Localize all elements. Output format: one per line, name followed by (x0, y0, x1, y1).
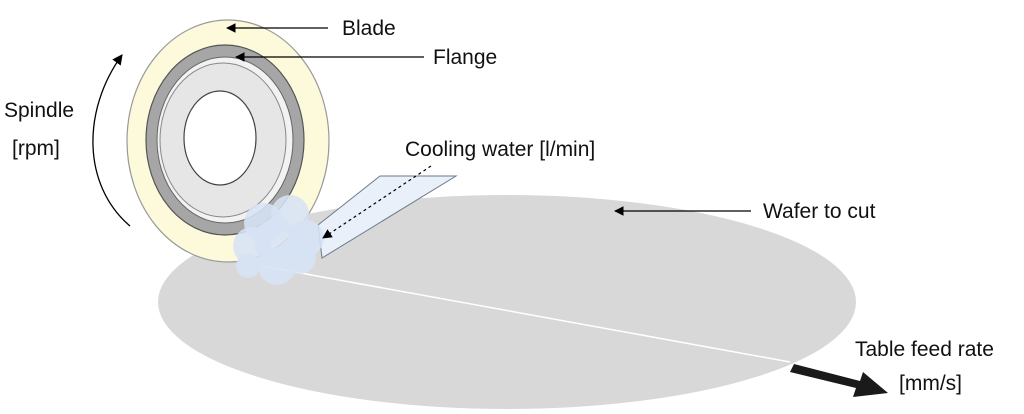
spindle-label: Spindle (4, 99, 74, 122)
table-feed-arrow (790, 364, 888, 397)
cut-line (261, 265, 791, 363)
water-splash (233, 195, 324, 285)
blade-label: Blade (342, 17, 396, 40)
spindle-rotation-arrow (92, 54, 131, 227)
wafer-label: Wafer to cut (763, 200, 876, 223)
table-feed-unit-label: [mm/s] (899, 372, 962, 395)
table-feed-label: Table feed rate (855, 338, 994, 361)
cooling-water-arrow (322, 165, 432, 239)
spindle-unit-label: [rpm] (12, 137, 60, 160)
spindle-hole (183, 90, 257, 186)
flange-label: Flange (433, 46, 497, 69)
cooling-water-label: Cooling water [l/min] (405, 138, 595, 161)
